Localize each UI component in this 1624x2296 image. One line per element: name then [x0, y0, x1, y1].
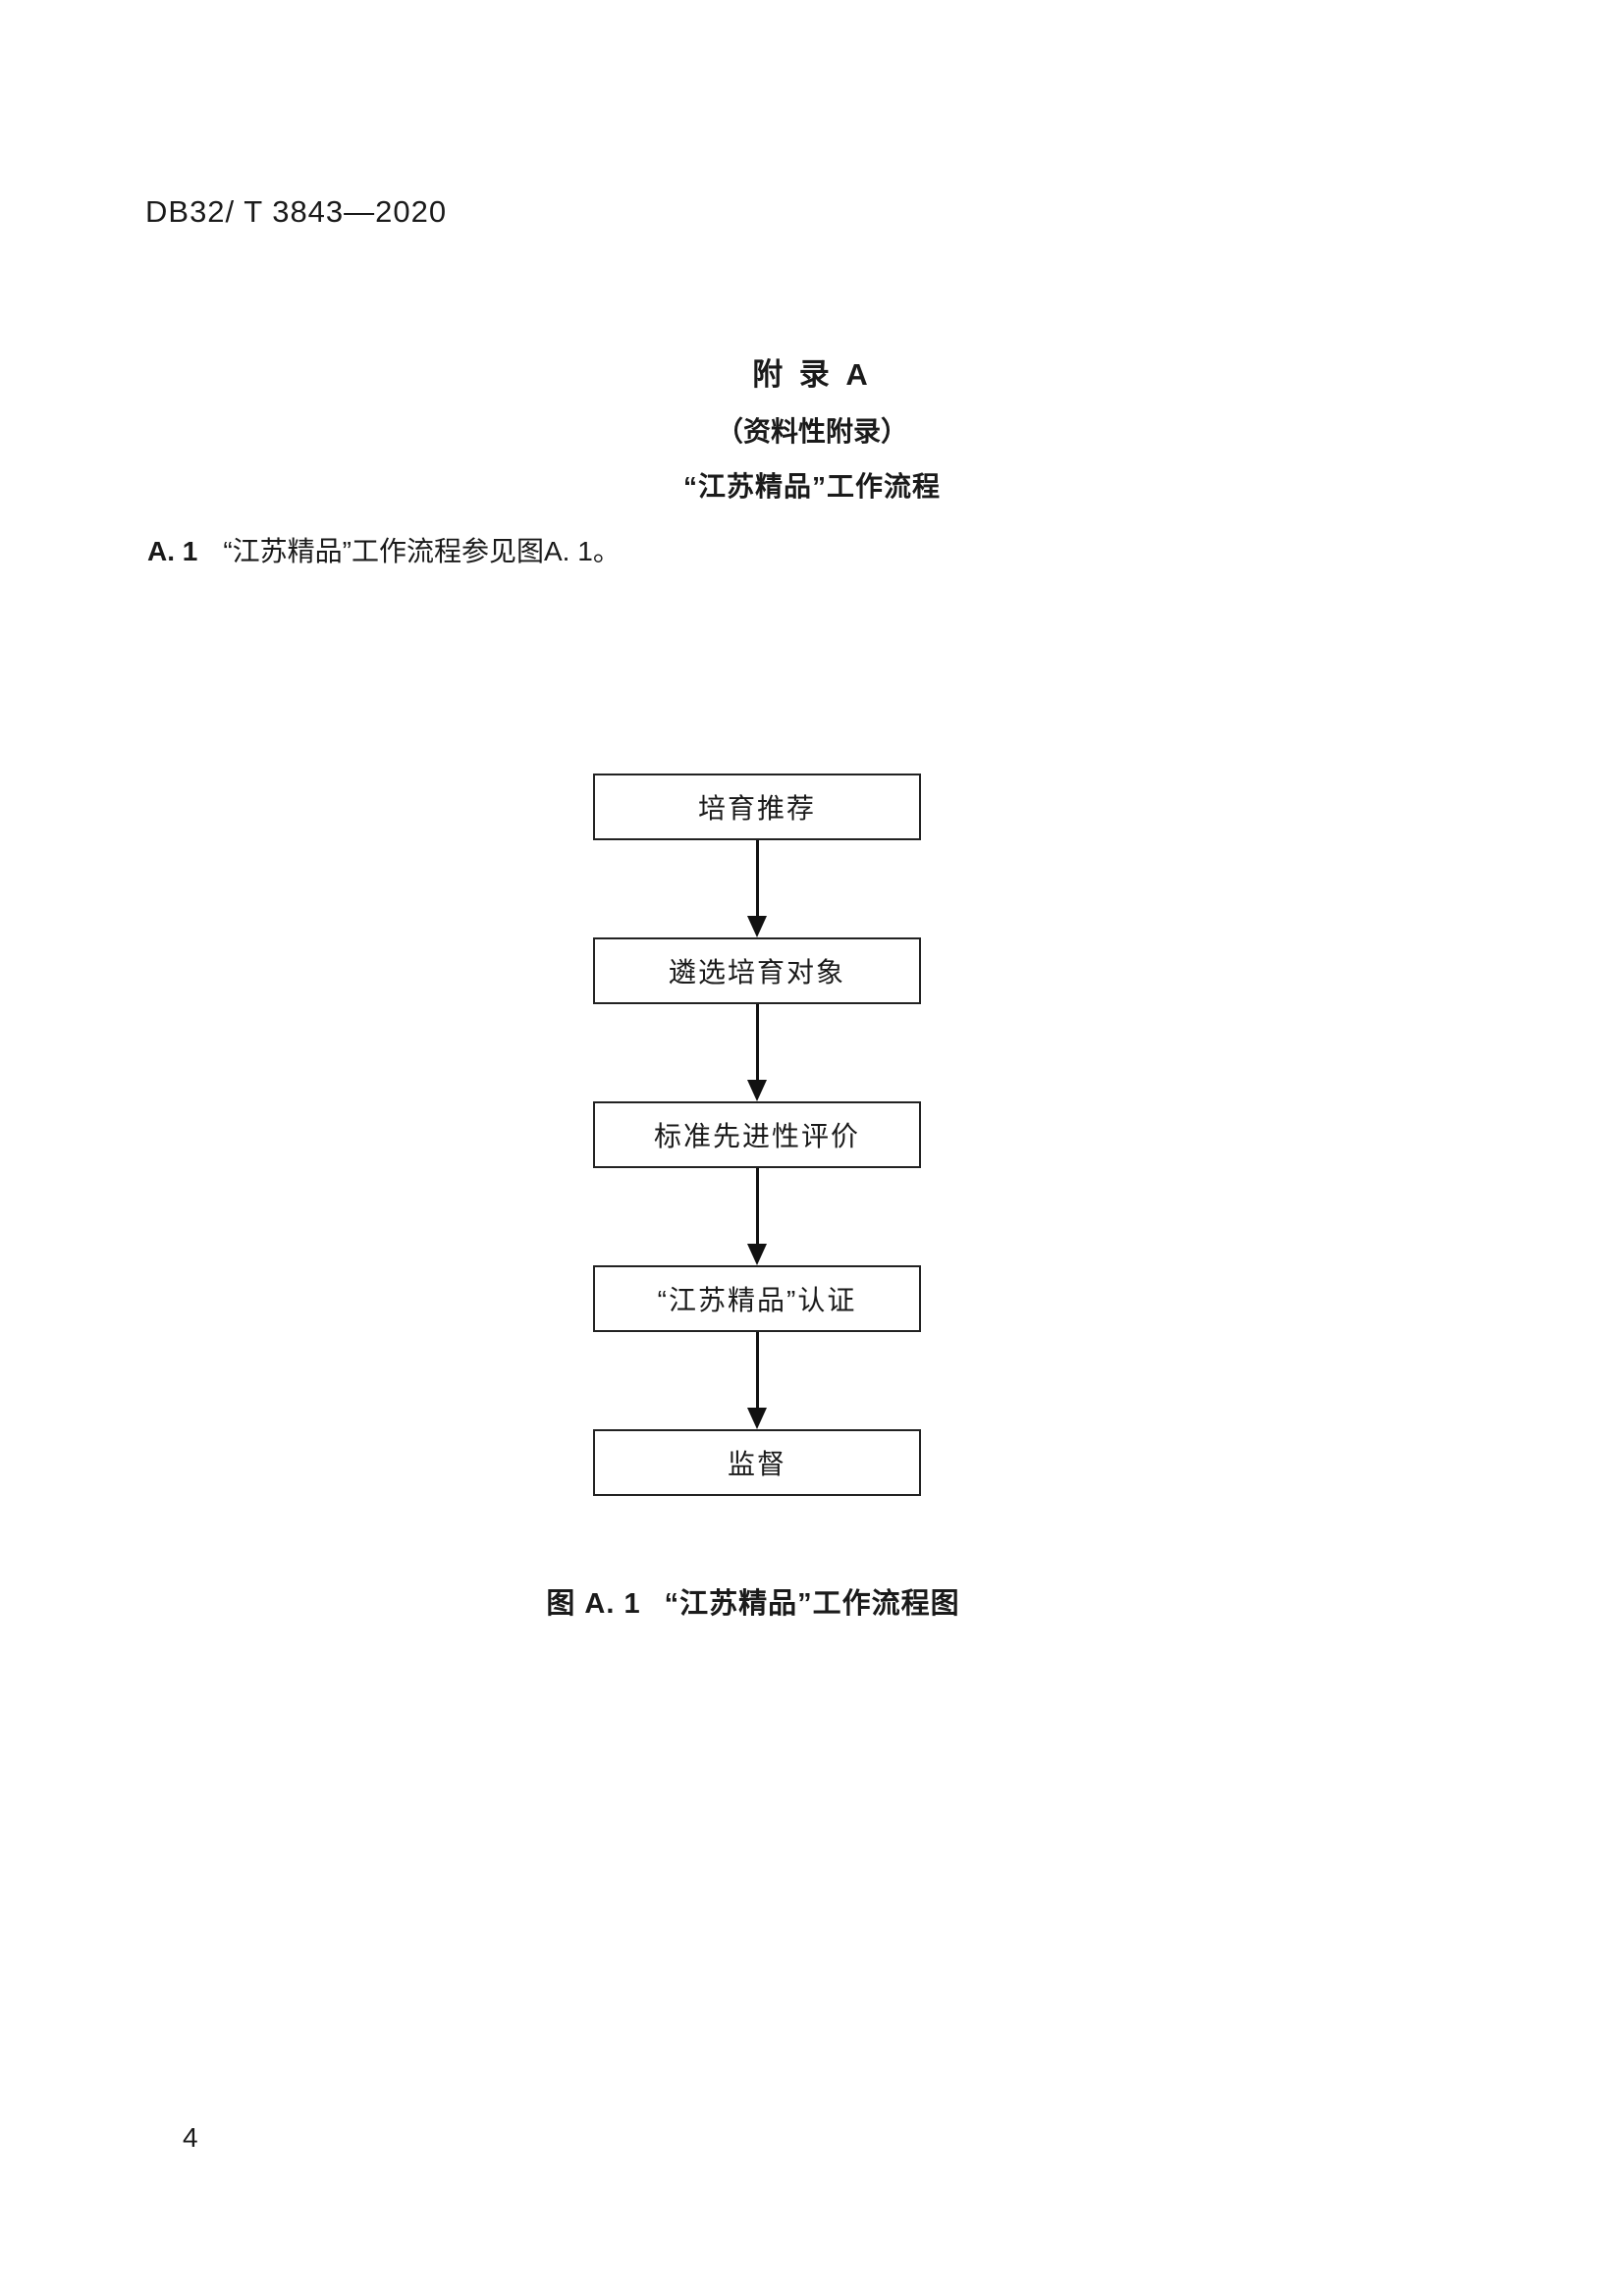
arrow-shaft	[755, 1168, 759, 1244]
appendix-subject: “江苏精品”工作流程	[682, 471, 941, 502]
page-number: 4	[183, 2122, 198, 2153]
flowchart: 培育推荐 遴选培育对象 标准先进性评价 “江苏精品”认证 监督	[593, 774, 921, 1496]
figure-caption: 图 A. 1 “江苏精品”工作流程图	[419, 1580, 1087, 1622]
clause-label: A. 1	[147, 536, 198, 566]
flow-step-standard-advancement-evaluation: 标准先进性评价	[593, 1101, 921, 1168]
appendix-title: 附 录 A	[752, 357, 872, 392]
appendix-heading: 附 录 A （资料性附录） “江苏精品”工作流程	[0, 349, 1624, 505]
arrow-down-icon	[747, 1004, 767, 1101]
flow-step-supervision: 监督	[593, 1429, 921, 1496]
appendix-subtitle: （资料性附录）	[715, 416, 908, 447]
arrow-head	[747, 1408, 767, 1429]
arrow-head	[747, 1080, 767, 1101]
clause-a1: A. 1 “江苏精品”工作流程参见图A. 1。	[147, 530, 621, 569]
flow-step-jiangsu-premium-certification: “江苏精品”认证	[593, 1265, 921, 1332]
arrow-shaft	[755, 1332, 759, 1408]
flow-step-cultivation-recommendation: 培育推荐	[593, 774, 921, 840]
arrow-down-icon	[747, 840, 767, 937]
clause-text: “江苏精品”工作流程参见图A. 1。	[223, 536, 621, 566]
arrow-down-icon	[747, 1332, 767, 1429]
arrow-head	[747, 916, 767, 937]
figure-caption-text: “江苏精品”工作流程图	[664, 1588, 960, 1620]
arrow-head	[747, 1244, 767, 1265]
doc-number: DB32/ T 3843—2020	[145, 194, 448, 229]
arrow-shaft	[755, 840, 759, 916]
arrow-down-icon	[747, 1168, 767, 1265]
flow-step-select-cultivation-targets: 遴选培育对象	[593, 937, 921, 1004]
arrow-shaft	[755, 1004, 759, 1080]
figure-caption-label: 图 A. 1	[546, 1588, 641, 1620]
